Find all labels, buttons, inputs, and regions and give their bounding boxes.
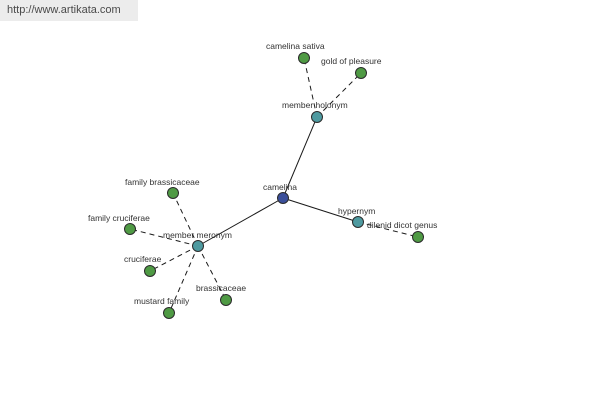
label-gold-of-pleasure: gold of pleasure: [321, 56, 382, 66]
node-family-brassicaceae[interactable]: [167, 187, 179, 199]
edge-holonym-gold-of-pleasure: [316, 72, 362, 118]
label-family-brassicaceae: family brassicaceae: [125, 177, 200, 187]
label-member-holonym: member holonym: [282, 100, 348, 110]
label-root: camelina: [263, 182, 297, 192]
watermark-url[interactable]: http://www.artikata.com: [0, 0, 138, 21]
node-camelina-sativa[interactable]: [298, 52, 310, 64]
label-hypernym: hypernym: [338, 206, 375, 216]
node-root[interactable]: [277, 192, 289, 204]
edge-meronym-mustard-family: [168, 245, 199, 314]
edge-root-meronym: [197, 197, 284, 247]
edge-root-holonym: [282, 116, 318, 199]
node-hypernym[interactable]: [352, 216, 364, 228]
edge-meronym-family-brassicaceae: [172, 192, 199, 247]
label-cruciferae: cruciferae: [124, 254, 162, 264]
edge-meronym-cruciferae: [149, 245, 199, 272]
node-gold-of-pleasure[interactable]: [355, 67, 367, 79]
label-family-cruciferae: family cruciferae: [88, 213, 150, 223]
node-brassicaceae[interactable]: [220, 294, 232, 306]
node-member-meronym[interactable]: [192, 240, 204, 252]
label-mustard-family: mustard family: [134, 296, 190, 306]
edge-hypernym-dilenid-dicot-genus: [357, 221, 419, 238]
edge-meronym-family-cruciferae: [129, 228, 199, 247]
node-cruciferae[interactable]: [144, 265, 156, 277]
label-member-meronym: member meronym: [163, 230, 232, 240]
node-family-cruciferae[interactable]: [124, 223, 136, 235]
node-member-holonym[interactable]: [311, 111, 323, 123]
edge-meronym-brassicaceae: [197, 245, 227, 301]
label-dilenid-dicot-genus: dilenid dicot genus: [367, 220, 437, 230]
node-dilenid-dicot-genus[interactable]: [412, 231, 424, 243]
edge-root-hypernym: [282, 197, 359, 223]
label-brassicaceae: brassicaceae: [196, 283, 246, 293]
label-camelina-sativa: camelina sativa: [266, 41, 325, 51]
edge-holonym-camelina-sativa: [303, 57, 318, 118]
node-mustard-family[interactable]: [163, 307, 175, 319]
